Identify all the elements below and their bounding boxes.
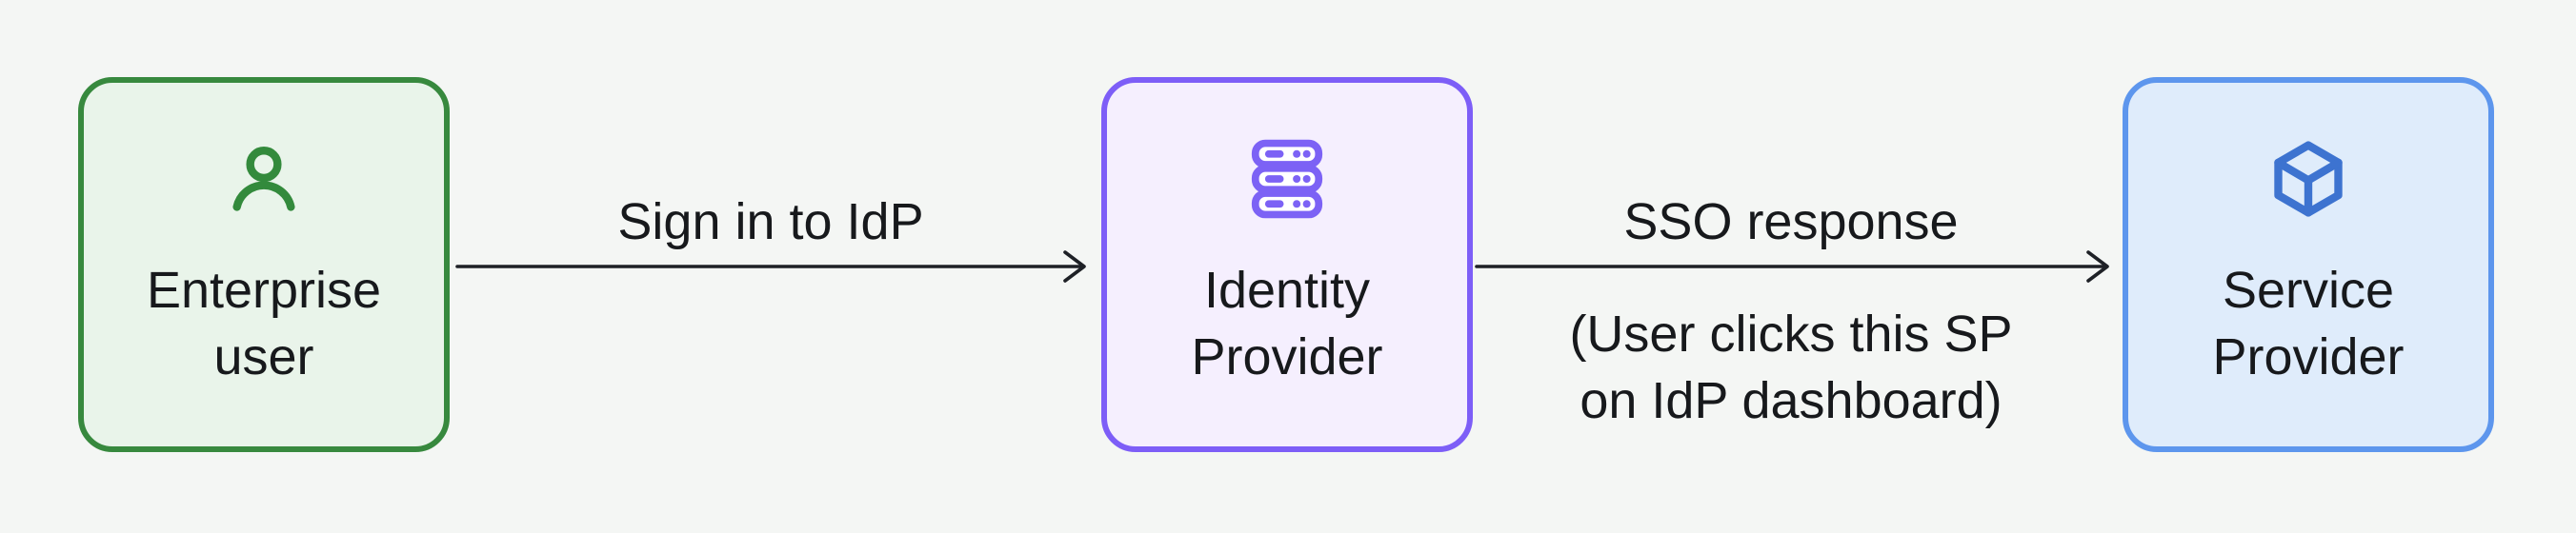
node-label-identity-provider: Identity Provider [1191,262,1383,385]
node-label-enterprise-user: Enterprise user [146,262,382,385]
server-stack-icon [1247,139,1327,219]
edge-sublabel-line-2: on IdP dashboard) [1580,372,2002,429]
arrow-sign-in-to-idp [455,250,1086,283]
user-icon [224,139,304,219]
node-label-service-provider: Service Provider [2212,262,2405,385]
node-service-provider: Service Provider [2123,77,2494,452]
node-identity-provider: Identity Provider [1101,77,1473,452]
arrow-sso-response [1475,250,2109,283]
node-enterprise-user: Enterprise user [78,77,450,452]
edge-sublabel-sso-response: (User clicks this SP on IdP dashboard) [1437,301,2145,434]
edge-label-sign-in-to-idp: Sign in to IdP [617,193,924,250]
cube-icon [2268,139,2348,219]
edge-label-sso-response: SSO response [1623,193,1959,250]
edge-sublabel-line-1: (User clicks this SP [1569,306,2013,363]
